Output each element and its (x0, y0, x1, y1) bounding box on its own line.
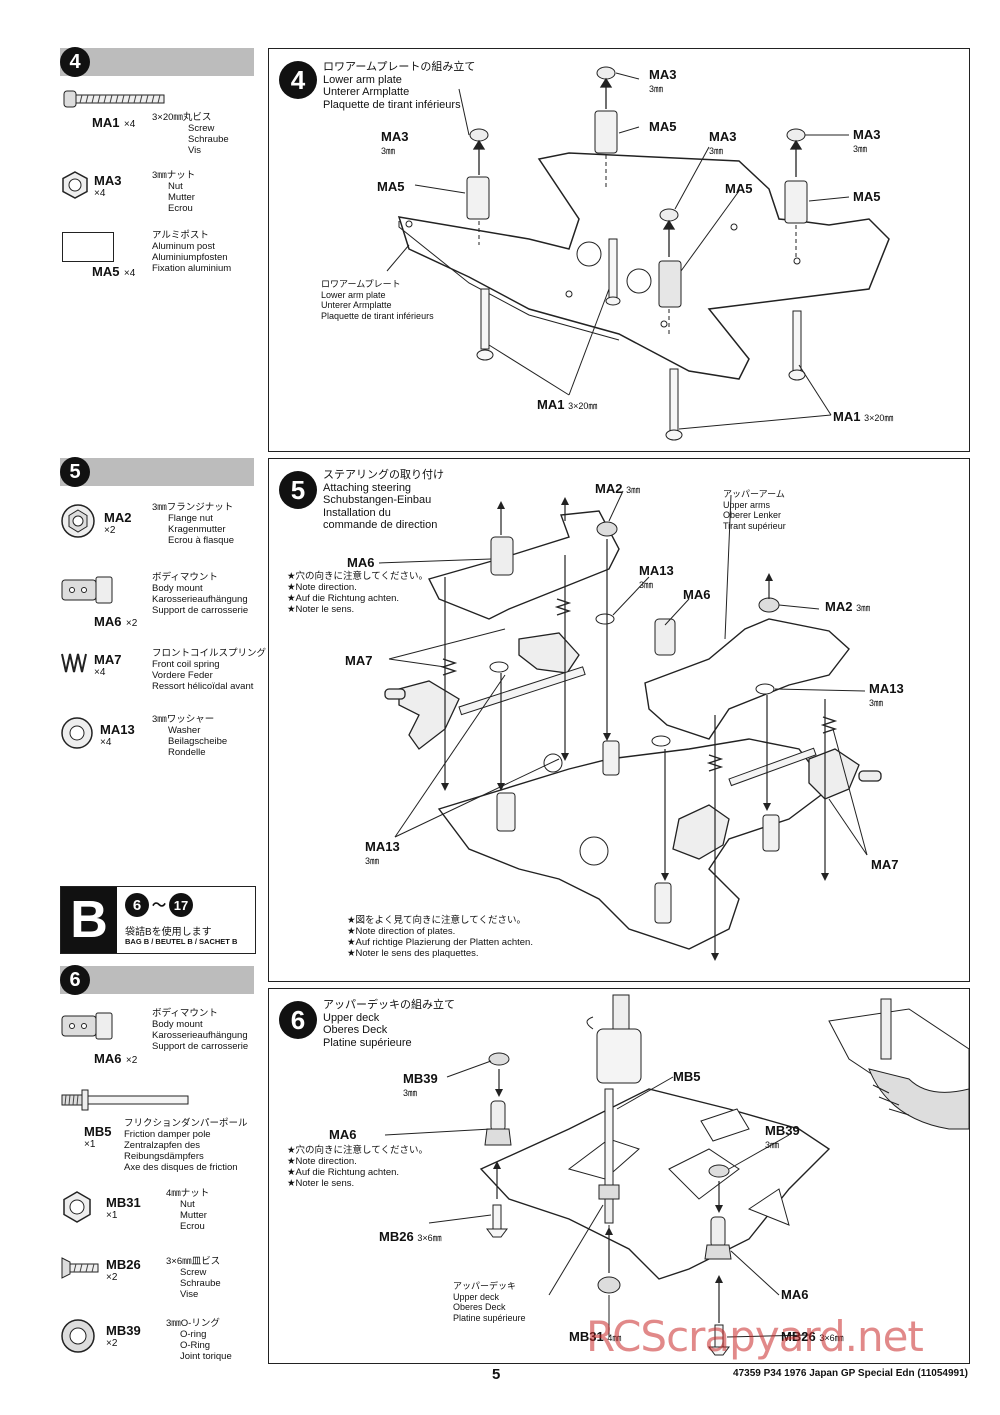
upper-deck-diagram (384, 994, 969, 1356)
o-ring-icon (60, 1318, 96, 1354)
part-ma5: MA5 ×4 (92, 264, 136, 279)
flange-nut-icon (60, 503, 96, 539)
washer-icon (60, 716, 94, 750)
part-ma7-desc: フロントコイルスプリング Front coil spring Vordere F… (152, 648, 267, 692)
coil-spring-icon (60, 652, 90, 674)
part-ma6-step6-desc: ボディマウント Body mount Karosserieaufhängung … (152, 1008, 249, 1052)
callout-ma5: MA5 (853, 189, 881, 204)
callout-ma7: MA7 (345, 653, 373, 668)
callout-ma5: MA5 (649, 119, 677, 134)
part-ma6: MA6 ×2 (94, 614, 138, 629)
part-ma13-desc: 3㎜ワッシャー Washer Beilagscheibe Rondelle (152, 714, 228, 758)
callout-ma2: MA2 3㎜ (825, 599, 871, 614)
step-5-header-bar (60, 458, 254, 486)
callout-mb31: MB31 4㎜ (569, 1329, 622, 1344)
note-plates: ★図をよく見て向きに注意してください。★Note direction of pl… (347, 915, 533, 959)
part-ma7: MA7×4 (94, 652, 122, 678)
callout-ma5: MA5 (725, 181, 753, 196)
steering-assembly-diagram (378, 490, 882, 961)
bag-jp: 袋詰Bを使用します (125, 927, 212, 938)
part-ma13: MA13×4 (100, 722, 135, 748)
body-mount-icon (60, 1010, 116, 1042)
countersunk-screw-icon (60, 1256, 100, 1280)
step-5-number: 5 (60, 457, 90, 487)
part-ma6-step6: MA6 ×2 (94, 1051, 138, 1066)
damper-pole-icon (60, 1088, 190, 1112)
callout-ma1: MA1 3×20㎜ (833, 409, 894, 424)
callout-ma2: MA2 3㎜ (595, 481, 641, 496)
note-direction: ★穴の向きに注意してください。★Note direction.★Auf die … (287, 571, 428, 615)
aluminum-post-icon (62, 232, 114, 262)
nut-icon (60, 1190, 94, 1224)
callout-mb5: MB5 (673, 1069, 701, 1084)
callout-ma6: MA6 (781, 1287, 809, 1302)
part-ma1-desc: 3×20㎜丸ビス Screw Schraube Vis (152, 112, 229, 156)
watermark: RCScrapyard.net (586, 1312, 924, 1361)
callout-mb26: MB26 3×6㎜ (379, 1229, 442, 1244)
step-6-number: 6 (60, 965, 90, 995)
callout-ma6: MA6 (683, 587, 711, 602)
page-number: 5 (492, 1366, 501, 1383)
callout-ma7: MA7 (871, 857, 899, 872)
step-4-number: 4 (60, 47, 90, 77)
panel-5-number: 5 (279, 471, 317, 509)
note-direction: ★穴の向きに注意してください。★Note direction.★Auf die … (287, 1145, 428, 1189)
nut-icon (60, 170, 90, 200)
bag-label: BAG B / BEUTEL B / SACHET B (125, 937, 238, 946)
part-ma3: MA3×4 (94, 173, 122, 199)
body-mount-icon (60, 574, 116, 606)
part-mb31: MB31×1 (106, 1195, 141, 1221)
callout-ma1: MA1 3×20㎜ (537, 397, 598, 412)
callout-ma6: MA6 (347, 555, 375, 570)
part-mb5-desc: フリクションダンパーポール Friction damper pole Zentr… (124, 1118, 248, 1173)
part-ma5-desc: アルミポスト Aluminum post Aluminiumpfosten Fi… (152, 230, 232, 274)
part-ma1: MA1 ×4 (92, 115, 136, 130)
lower-arm-plate-diagram (386, 66, 890, 441)
part-mb39-desc: 3㎜O-リング O-ring O-Ring Joint torique (166, 1318, 232, 1362)
panel-4-number: 4 (279, 61, 317, 99)
part-mb26-desc: 3×6㎜皿ビス Screw Schraube Vise (166, 1256, 221, 1300)
callout-ma5: MA5 (377, 179, 405, 194)
part-ma6-desc: ボディマウント Body mount Karosserieaufhängung … (152, 572, 249, 616)
callout-mb26: MB26 3×6㎜ (781, 1329, 844, 1344)
bag-letter: B (61, 887, 117, 953)
step-6-header-bar (60, 966, 254, 994)
panel-6-number: 6 (279, 1001, 317, 1039)
step-4-header-bar (60, 48, 254, 76)
part-mb26: MB26×2 (106, 1257, 141, 1283)
part-mb31-desc: 4㎜ナット Nut Mutter Ecrou (166, 1188, 210, 1232)
bag-steps: 6 〜 17 (125, 893, 193, 917)
part-ma2-desc: 3㎜フランジナット Flange nut Kragenmutter Ecrou … (152, 502, 235, 546)
part-mb39: MB39×2 (106, 1323, 141, 1349)
document-id: 47359 P34 1976 Japan GP Special Edn (110… (733, 1368, 968, 1379)
part-ma2: MA2×2 (104, 510, 132, 536)
callout-ma6: MA6 (329, 1127, 357, 1142)
part-ma3-desc: 3㎜ナット Nut Mutter Ecrou (152, 170, 196, 214)
part-mb5: MB5×1 (84, 1124, 112, 1150)
bag-b-box: B 6 〜 17 袋詰Bを使用します BAG B / BEUTEL B / SA… (60, 886, 256, 954)
screw-icon (62, 88, 167, 110)
